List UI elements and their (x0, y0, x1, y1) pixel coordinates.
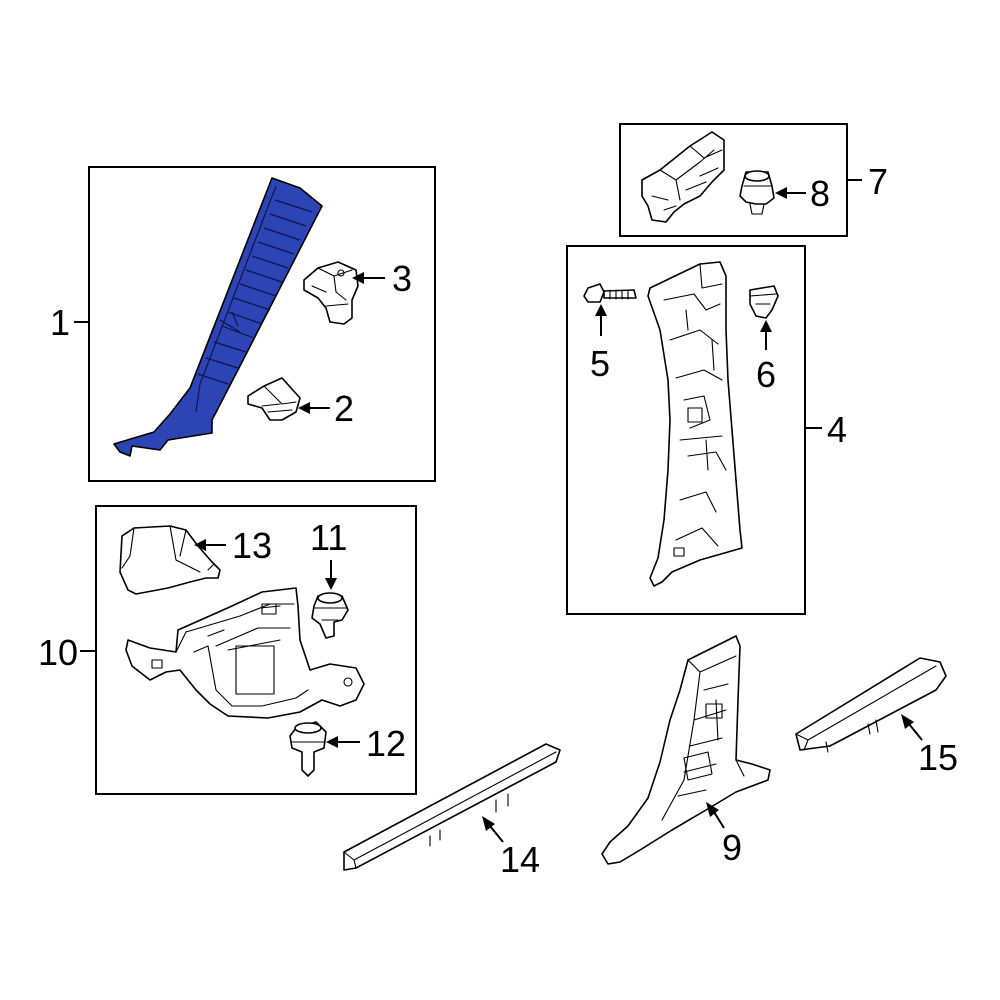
sill-plate-part-14[interactable] (343, 743, 561, 871)
arrow-3 (352, 272, 364, 284)
callout-9[interactable]: 9 (722, 827, 742, 868)
callout-8[interactable]: 8 (810, 173, 830, 214)
cover-part-13[interactable] (119, 525, 221, 595)
bolt-part-5[interactable] (583, 283, 637, 303)
arrow-12 (326, 736, 338, 748)
arrow-5 (595, 304, 607, 316)
callout-2[interactable]: 2 (334, 388, 354, 429)
bracket-part-10[interactable] (125, 587, 365, 719)
push-clip-part-12[interactable] (289, 721, 327, 777)
push-clip-part-11[interactable] (311, 592, 349, 639)
leader-9 (713, 811, 725, 829)
a-pillar-trim-highlighted[interactable] (113, 177, 323, 457)
clip-part-2[interactable] (247, 377, 301, 421)
arrow-14 (482, 816, 495, 831)
arrow-9 (706, 802, 719, 817)
push-clip-part-8[interactable] (739, 170, 775, 215)
arrow-11 (325, 578, 337, 590)
leader-15 (908, 723, 923, 741)
bracket-part-7[interactable] (641, 131, 725, 223)
arrow-6 (760, 320, 772, 332)
b-pillar-lower-trim-part-9[interactable] (601, 635, 771, 865)
arrow-13 (194, 539, 206, 551)
callout-12[interactable]: 12 (366, 723, 406, 764)
callout-6[interactable]: 6 (756, 354, 776, 395)
callout-7[interactable]: 7 (868, 161, 888, 202)
clip-part-3[interactable] (303, 261, 359, 325)
nut-clip-part-6[interactable] (749, 285, 779, 319)
callout-5[interactable]: 5 (590, 343, 610, 384)
callout-10[interactable]: 10 (38, 632, 78, 673)
arrow-8 (775, 187, 787, 199)
group-box-4 (566, 245, 806, 615)
arrow-15 (901, 714, 914, 729)
callout-15[interactable]: 15 (918, 737, 958, 778)
callout-4[interactable]: 4 (827, 409, 847, 450)
callout-3[interactable]: 3 (392, 258, 412, 299)
b-pillar-upper-trim-part-4[interactable] (647, 261, 743, 587)
arrow-2 (298, 402, 310, 414)
callout-11[interactable]: 11 (310, 517, 347, 558)
callout-14[interactable]: 14 (500, 839, 540, 880)
sill-plate-part-15[interactable] (795, 657, 947, 753)
callout-1[interactable]: 1 (50, 302, 70, 343)
callout-13[interactable]: 13 (232, 525, 272, 566)
group-box-1 (88, 166, 436, 482)
leader-14 (489, 825, 504, 843)
